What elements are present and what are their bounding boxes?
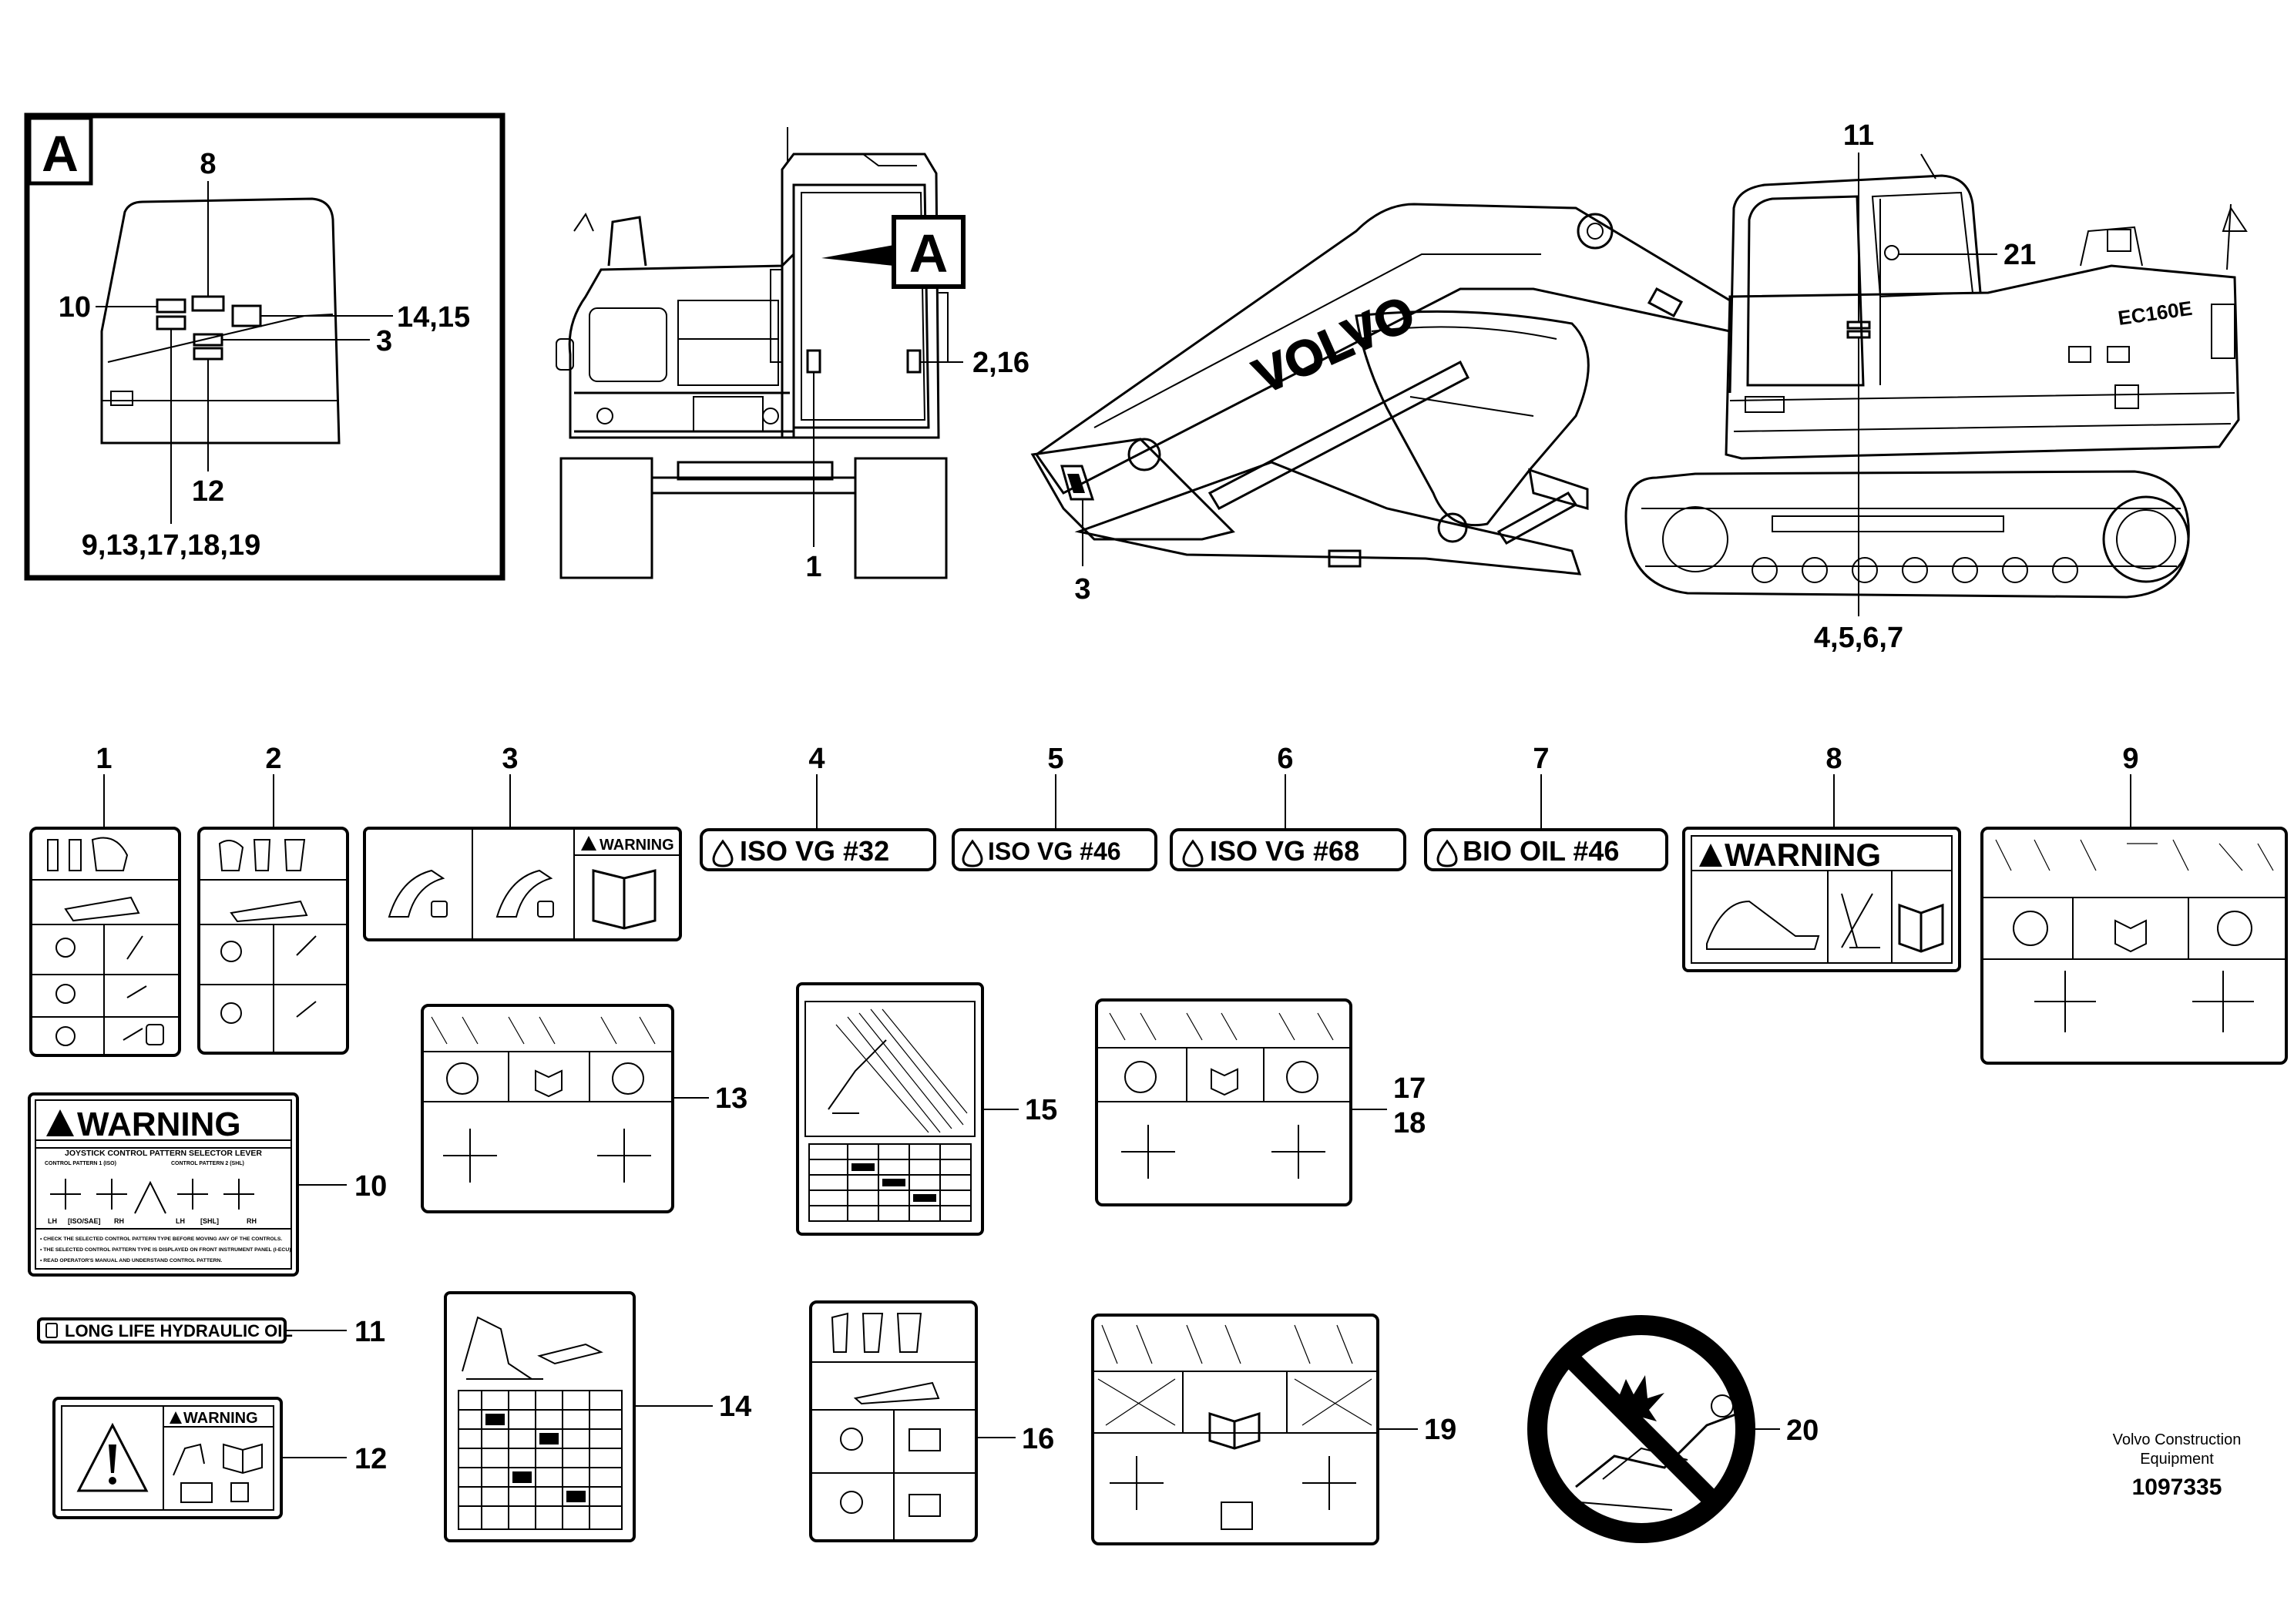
side-decal-21 (1884, 245, 1899, 260)
decal-number-6: 6 (1277, 743, 1293, 775)
boom-brand-text: VOLVO (1245, 285, 1422, 404)
decal-7-oil-label: BIO OIL #46 (1424, 828, 1668, 871)
decal-10-mode-1: [ISO/SAE] (68, 1217, 101, 1225)
cab-decal-12 (193, 347, 223, 361)
callout-a-9-group: 9,13,17,18,19 (82, 529, 260, 562)
decal-number-2: 2 (265, 743, 281, 775)
callout-rear-1: 1 (805, 551, 821, 583)
decal-14-lift-chart (444, 1291, 636, 1542)
decal-13-control-pattern (421, 1004, 674, 1213)
cab-decal-14-15 (231, 304, 262, 327)
callout-a-14-15: 14,15 (397, 301, 470, 334)
view-a-tag: A (909, 223, 949, 284)
decal-12-warning-text: WARNING (183, 1410, 258, 1427)
decal-number-11: 11 (354, 1316, 385, 1348)
decal-10-lh-2: LH (176, 1217, 185, 1225)
decal-number-4: 4 (808, 743, 825, 775)
detail-a-panel: A 8 10 14,15 3 12 9,13,17,18,19 (24, 112, 505, 581)
track-rollers (1752, 557, 2078, 583)
decal-1-travel-pedal (29, 827, 181, 1057)
decal-9-control-pattern (1980, 827, 2288, 1065)
decal-6-oil-label: ISO VG #68 (1170, 828, 1406, 871)
company-name-line-2: Equipment (2140, 1451, 2214, 1468)
decal-number-7: 7 (1533, 743, 1549, 775)
decal-12-warning: WARNING (52, 1397, 283, 1519)
decal-10-rh-1: RH (114, 1217, 124, 1225)
decal-10-mode-2: [SHL] (200, 1217, 219, 1225)
decal-11-text: LONG LIFE HYDRAULIC OIL (65, 1321, 293, 1340)
callout-side-21: 21 (2003, 239, 2036, 271)
callout-side-4-7: 4,5,6,7 (1814, 622, 1903, 654)
decal-number-16: 16 (1022, 1423, 1054, 1455)
decal-number-1: 1 (96, 743, 112, 775)
decal-10-pattern-2: CONTROL PATTERN 2 (SHL) (171, 1161, 244, 1166)
decal-10-warning-text: WARNING (77, 1106, 241, 1143)
cab-window-outline (100, 197, 341, 445)
decal-3-lock-warning: WARNING (363, 827, 682, 941)
decal-10-rh-2: RH (247, 1217, 257, 1225)
excavator-rear-view: A 2,16 1 (556, 127, 1029, 583)
cab-decal-10 (156, 298, 186, 314)
decal-7-text: BIO OIL #46 (1463, 835, 1619, 867)
callout-side-3: 3 (1074, 573, 1090, 606)
decal-3-warning-text: WARNING (600, 837, 674, 854)
decal-number-20: 20 (1786, 1414, 1819, 1447)
decal-8-warning: WARNING (1682, 827, 1961, 972)
decal-5-oil-label: ISO VG #46 (952, 828, 1157, 871)
cab-decal-9 (156, 315, 186, 331)
decal-number-5: 5 (1047, 743, 1063, 775)
callout-a-12: 12 (192, 475, 224, 508)
decal-number-12: 12 (354, 1443, 387, 1475)
decal-number-8: 8 (1825, 743, 1842, 775)
decal-number-10: 10 (354, 1170, 387, 1203)
decal-10-note-1: • CHECK THE SELECTED CONTROL PATTERN TYP… (40, 1236, 282, 1242)
decal-4-text: ISO VG #32 (740, 835, 889, 867)
decal-15-lift-chart (796, 982, 984, 1236)
decal-number-9: 9 (2122, 743, 2138, 775)
decal-6-text: ISO VG #68 (1210, 835, 1359, 867)
decal-8-warning-text: WARNING (1725, 837, 1881, 873)
decal-number-3: 3 (502, 743, 518, 775)
callout-a-3: 3 (376, 325, 392, 357)
callout-side-11: 11 (1843, 119, 1874, 152)
decal-number-15: 15 (1025, 1094, 1057, 1126)
arm-decal-3 (1060, 465, 1095, 501)
document-number: 1097335 (2132, 1475, 2222, 1500)
cab-decal-8 (191, 295, 225, 312)
decal-10-joystick-warning: WARNING JOYSTICK CONTROL PATTERN SELECTO… (28, 1092, 299, 1277)
decal-10-note-3: • READ OPERATOR'S MANUAL AND UNDERSTAND … (40, 1258, 222, 1263)
rear-decal-1 (806, 349, 821, 374)
detail-a-letter: A (42, 125, 79, 182)
callout-rear-2-16: 2,16 (972, 347, 1029, 379)
decal-number-18: 18 (1393, 1107, 1426, 1139)
decal-4-oil-label: ISO VG #32 (700, 828, 936, 871)
decal-number-19: 19 (1424, 1414, 1456, 1446)
decal-19-control-pattern (1091, 1314, 1379, 1545)
decal-number-13: 13 (715, 1082, 747, 1115)
company-name-line-1: Volvo Construction (2113, 1431, 2242, 1448)
decal-number-17: 17 (1393, 1072, 1426, 1105)
decal-number-14: 14 (719, 1391, 751, 1423)
decal-10-lh-1: LH (48, 1217, 57, 1225)
side-decal-4-7 (1846, 330, 1871, 339)
callout-a-10: 10 (59, 291, 91, 324)
decal-20-prohibition-sign (1527, 1315, 1755, 1543)
model-badge: EC160E (2117, 297, 2194, 330)
excavator-side-view: EC160E VOLVO (1030, 119, 2248, 654)
callout-a-8: 8 (200, 148, 216, 180)
decal-10-title: JOYSTICK CONTROL PATTERN SELECTOR LEVER (65, 1149, 262, 1158)
decal-11-hydraulic-oil: LONG LIFE HYDRAULIC OIL (37, 1317, 293, 1344)
decal-10-pattern-1: CONTROL PATTERN 1 (ISO) (45, 1161, 116, 1166)
decal-5-text: ISO VG #46 (988, 837, 1121, 865)
decal-16-pedal-lock (809, 1300, 978, 1542)
side-decal-11 (1846, 320, 1871, 330)
decal-17-18-control-pattern (1095, 998, 1352, 1206)
decal-2-pedal-lock (197, 827, 349, 1055)
rear-decal-2-16 (906, 349, 922, 374)
decal-10-note-2: • THE SELECTED CONTROL PATTERN TYPE IS D… (40, 1247, 292, 1253)
